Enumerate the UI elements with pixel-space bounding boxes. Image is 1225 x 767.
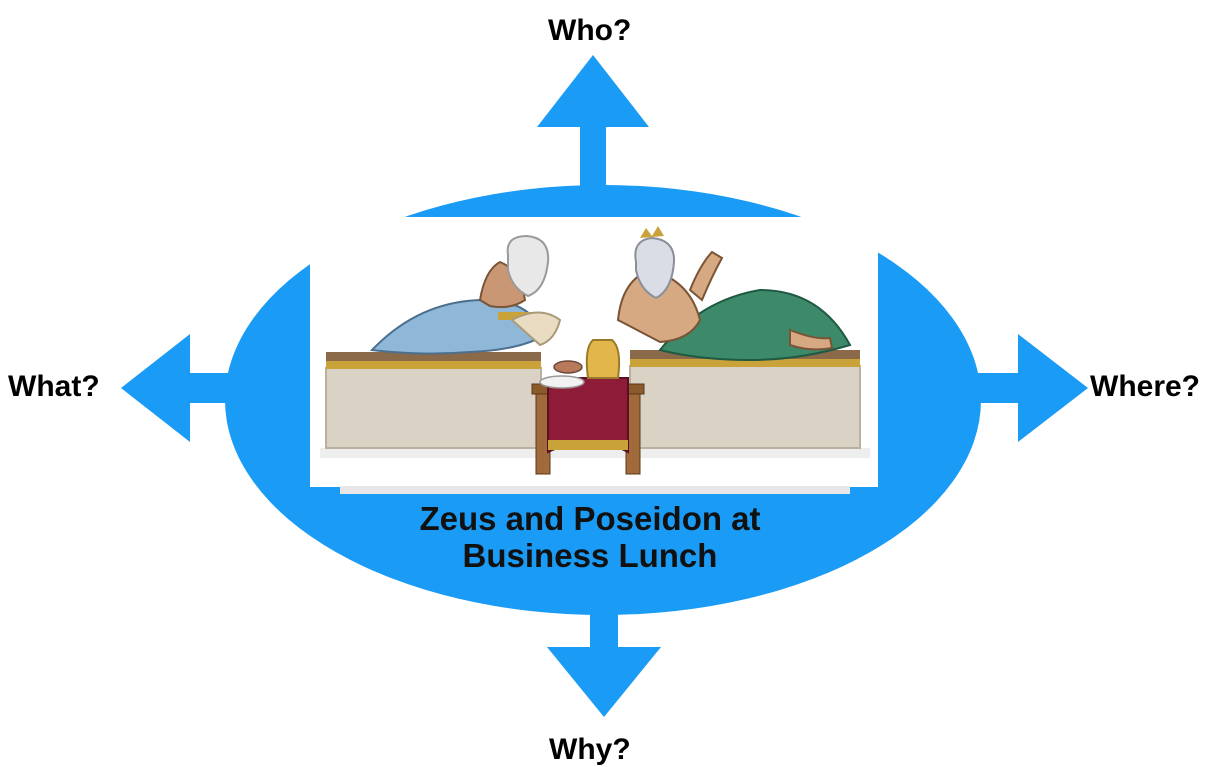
illustration-caption: Zeus and Poseidon at Business Lunch	[340, 500, 840, 574]
label-what: What?	[8, 370, 100, 403]
illustration-zeus-poseidon	[310, 217, 878, 494]
caption-line-1: Zeus and Poseidon at	[419, 500, 761, 537]
label-who: Who?	[548, 14, 632, 47]
label-where: Where?	[1090, 370, 1201, 403]
arrow-up-icon	[537, 55, 649, 190]
arrow-right-icon	[960, 334, 1088, 442]
arrow-down-icon	[547, 600, 661, 717]
label-why: Why?	[549, 733, 631, 766]
arrow-left-icon	[121, 334, 255, 442]
caption-line-2: Business Lunch	[462, 537, 718, 574]
